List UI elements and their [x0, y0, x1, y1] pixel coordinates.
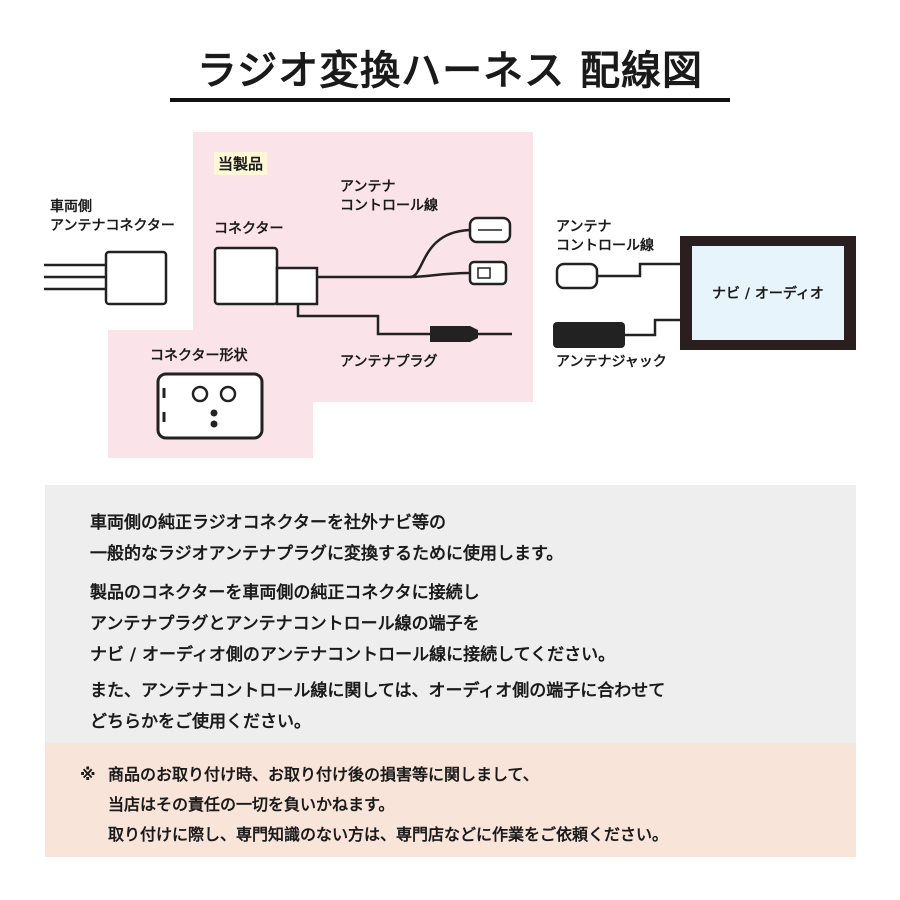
antenna-plug-label: アンテナプラグ	[340, 354, 438, 370]
navi-label: ナビ / オーディオ	[712, 286, 824, 302]
description-paragraph-3: また、アンテナコントロール線に関しては、オーディオ側の端子に合わせて どちらかを…	[90, 681, 666, 732]
navi-audio-unit: ナビ / オーディオ	[680, 236, 856, 350]
disclaimer-text: 商品のお取り付け時、お取り付け後の損害等に関しまして、 当店はその責任の一切を負…	[108, 765, 669, 844]
antenna-control-label-right: アンテナ コントロール線	[556, 219, 654, 254]
note-mark: ※	[80, 765, 96, 784]
description-paragraph-1: 車両側の純正ラジオコネクターを社外ナビ等の 一般的なラジオアンテナプラグに変換す…	[90, 513, 564, 564]
connector-collar	[275, 266, 319, 306]
antenna-jack	[553, 322, 625, 348]
wiring-diagram	[44, 216, 680, 440]
connector-shape-icon	[156, 372, 264, 440]
title-underline	[170, 98, 730, 102]
navi-control-wire	[597, 262, 680, 278]
navi-jack-wire	[625, 318, 680, 337]
product-label: 当製品	[214, 152, 268, 175]
vehicle-connector-label: 車両側 アンテナコネクター	[50, 199, 175, 234]
antenna-control-label-left: アンテナ コントロール線	[340, 179, 438, 214]
product-connector	[213, 246, 279, 306]
antenna-plug	[430, 326, 478, 342]
vehicle-wires	[44, 263, 106, 291]
vehicle-connector	[104, 250, 168, 306]
plug-wire	[296, 304, 430, 336]
navi-control-terminal	[555, 262, 599, 290]
description-paragraph-2: 製品のコネクターを車両側の純正コネクタに接続し アンテナプラグとアンテナコントロ…	[90, 583, 616, 665]
navi-screen: ナビ / オーディオ	[692, 246, 844, 340]
page-title: ラジオ変換ハーネス 配線図	[196, 48, 704, 94]
control-wires	[317, 228, 471, 279]
connector-label: コネクター	[214, 221, 284, 237]
disclaimer-box	[45, 743, 856, 857]
description-box	[45, 485, 856, 743]
antenna-jack-label: アンテナジャック	[556, 354, 667, 370]
connector-shape-label: コネクター形状	[150, 348, 248, 364]
